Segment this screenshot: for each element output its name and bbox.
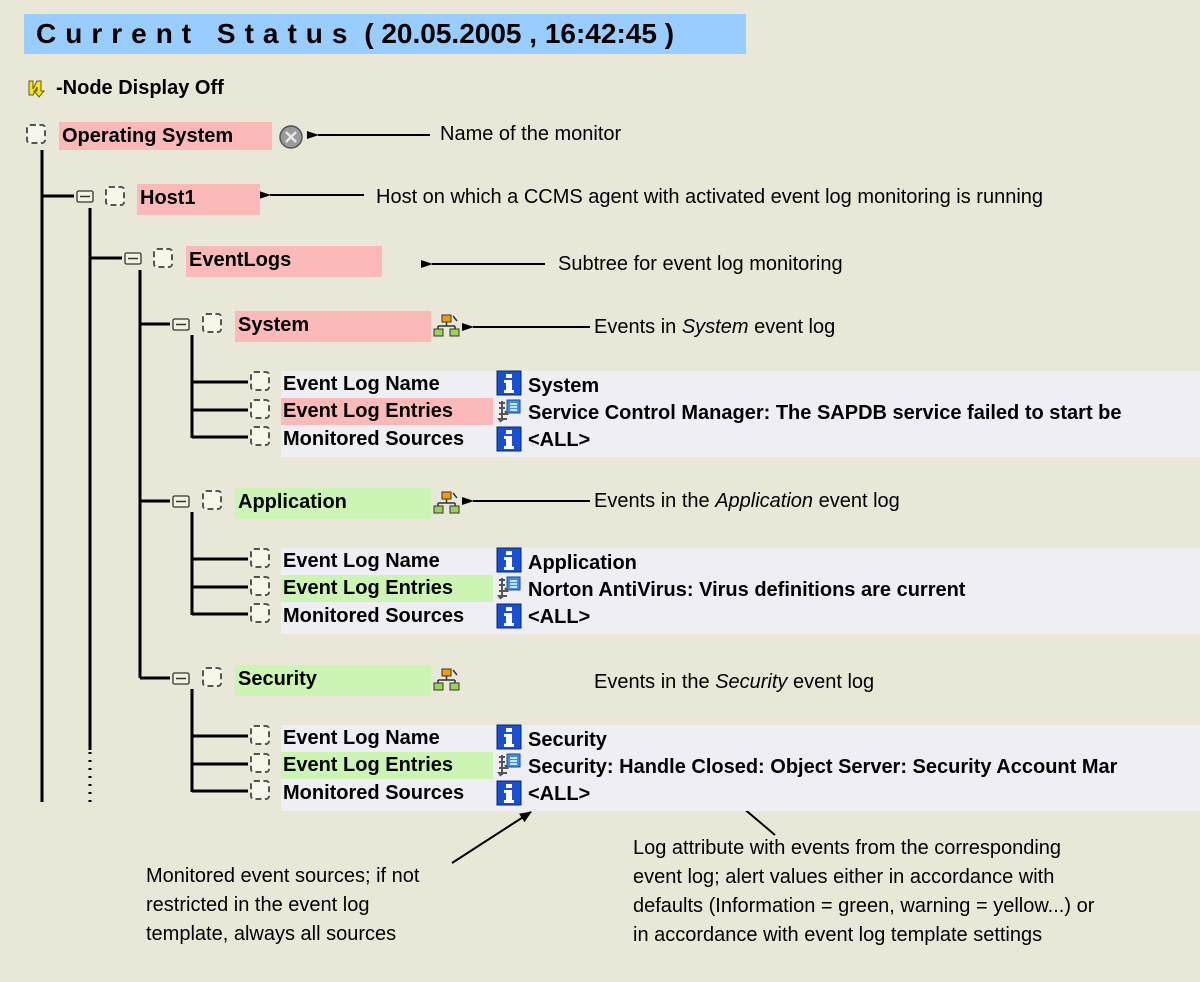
note-line: Monitored event sources; if not bbox=[146, 865, 420, 887]
attr-checkbox[interactable] bbox=[250, 780, 270, 800]
note-line: defaults (Information = green, warning =… bbox=[633, 895, 1095, 917]
annotation-log-attribute-note: Log attribute with events from the corre… bbox=[633, 834, 1094, 950]
attr-value-event-log-entries[interactable]: Service Control Manager: The SAPDB servi… bbox=[528, 402, 1122, 424]
note-line: Log attribute with events from the corre… bbox=[633, 837, 1062, 859]
attr-value-event-log-entries[interactable]: Security: Handle Closed: Object Server: … bbox=[528, 756, 1118, 778]
node-system[interactable]: System bbox=[235, 311, 431, 342]
node-eventlogs[interactable]: EventLogs bbox=[186, 246, 382, 277]
info-icon bbox=[496, 724, 522, 750]
attr-checkbox[interactable] bbox=[250, 399, 270, 419]
log-attribute-icon bbox=[497, 753, 521, 777]
attr-value-monitored-sources: <ALL> bbox=[528, 606, 591, 628]
attr-value-event-log-name: Security bbox=[528, 729, 607, 751]
title-timestamp: ( 20.05.2005 , 16:42:45 ) bbox=[364, 18, 675, 49]
node-application[interactable]: Application bbox=[235, 488, 431, 519]
note-line: in accordance with event log template se… bbox=[633, 924, 1043, 946]
annotation-monitor: Name of the monitor bbox=[440, 123, 622, 145]
legend-label: -Node Display Off bbox=[56, 77, 224, 99]
application-checkbox[interactable] bbox=[202, 490, 222, 510]
annotation-sources-note: Monitored event sources; if not restrict… bbox=[146, 862, 419, 949]
page-title: Current Status ( 20.05.2005 , 16:42:45 ) bbox=[24, 14, 746, 54]
attr-label-event-log-name[interactable]: Event Log Name bbox=[281, 548, 493, 575]
attr-value-monitored-sources: <ALL> bbox=[528, 783, 591, 805]
attr-label-event-log-entries[interactable]: Event Log Entries bbox=[281, 398, 493, 425]
attr-label-event-log-name[interactable]: Event Log Name bbox=[281, 725, 493, 752]
log-attribute-icon bbox=[497, 399, 521, 423]
eventlogs-checkbox[interactable] bbox=[153, 248, 173, 268]
attr-label-monitored-sources[interactable]: Monitored Sources bbox=[281, 780, 493, 807]
root-checkbox[interactable] bbox=[26, 124, 46, 144]
annotation-subtree: Subtree for event log monitoring bbox=[558, 253, 843, 275]
node-display-icon bbox=[28, 80, 46, 98]
node-security[interactable]: Security bbox=[235, 665, 431, 696]
node-operating-system[interactable]: Operating System bbox=[59, 122, 272, 150]
network-tree-icon[interactable] bbox=[433, 314, 461, 338]
note-line: template, always all sources bbox=[146, 923, 397, 945]
note-line: event log; alert values either in accord… bbox=[633, 866, 1055, 888]
attr-label-monitored-sources[interactable]: Monitored Sources bbox=[281, 426, 493, 453]
attr-checkbox[interactable] bbox=[250, 371, 270, 391]
folder-icon bbox=[172, 318, 190, 331]
annotation-security: Events in the Security event log bbox=[594, 671, 875, 693]
attr-checkbox[interactable] bbox=[250, 753, 270, 773]
network-tree-icon[interactable] bbox=[433, 668, 461, 692]
attr-value-event-log-entries[interactable]: Norton AntiVirus: Virus definitions are … bbox=[528, 579, 966, 601]
attr-value-event-log-name: System bbox=[528, 375, 600, 397]
folder-icon bbox=[172, 495, 190, 508]
folder-icon bbox=[172, 672, 190, 685]
attr-checkbox[interactable] bbox=[250, 426, 270, 446]
network-tree-icon[interactable] bbox=[433, 491, 461, 515]
log-attribute-icon bbox=[497, 576, 521, 600]
info-icon bbox=[496, 603, 522, 629]
attr-checkbox[interactable] bbox=[250, 548, 270, 568]
attr-label-event-log-entries[interactable]: Event Log Entries bbox=[281, 575, 493, 602]
info-icon bbox=[496, 370, 522, 396]
attr-value-monitored-sources: <ALL> bbox=[528, 429, 591, 451]
attr-checkbox[interactable] bbox=[250, 725, 270, 745]
attr-label-monitored-sources[interactable]: Monitored Sources bbox=[281, 603, 493, 630]
annotation-host: Host on which a CCMS agent with activate… bbox=[376, 186, 1044, 208]
security-checkbox[interactable] bbox=[202, 667, 222, 687]
attr-checkbox[interactable] bbox=[250, 576, 270, 596]
attr-label-event-log-entries[interactable]: Event Log Entries bbox=[281, 752, 493, 779]
folder-icon bbox=[124, 252, 142, 265]
info-icon bbox=[496, 547, 522, 573]
node-host1[interactable]: Host1 bbox=[137, 184, 260, 215]
info-icon bbox=[496, 426, 522, 452]
attr-value-event-log-name: Application bbox=[528, 552, 637, 574]
gray-x-circle-icon bbox=[279, 125, 303, 149]
attr-label-event-log-name[interactable]: Event Log Name bbox=[281, 371, 493, 398]
system-checkbox[interactable] bbox=[202, 313, 222, 333]
node-display-legend: -Node Display Off bbox=[26, 74, 224, 102]
title-label: Current Status bbox=[36, 18, 357, 49]
attr-checkbox[interactable] bbox=[250, 603, 270, 623]
folder-icon bbox=[76, 190, 94, 203]
annotation-system: Events in System event log bbox=[594, 316, 836, 338]
info-icon bbox=[496, 780, 522, 806]
annotation-application: Events in the Application event log bbox=[594, 490, 900, 512]
host-checkbox[interactable] bbox=[105, 186, 125, 206]
arrow-sources bbox=[451, 811, 532, 864]
note-line: restricted in the event log bbox=[146, 894, 370, 916]
